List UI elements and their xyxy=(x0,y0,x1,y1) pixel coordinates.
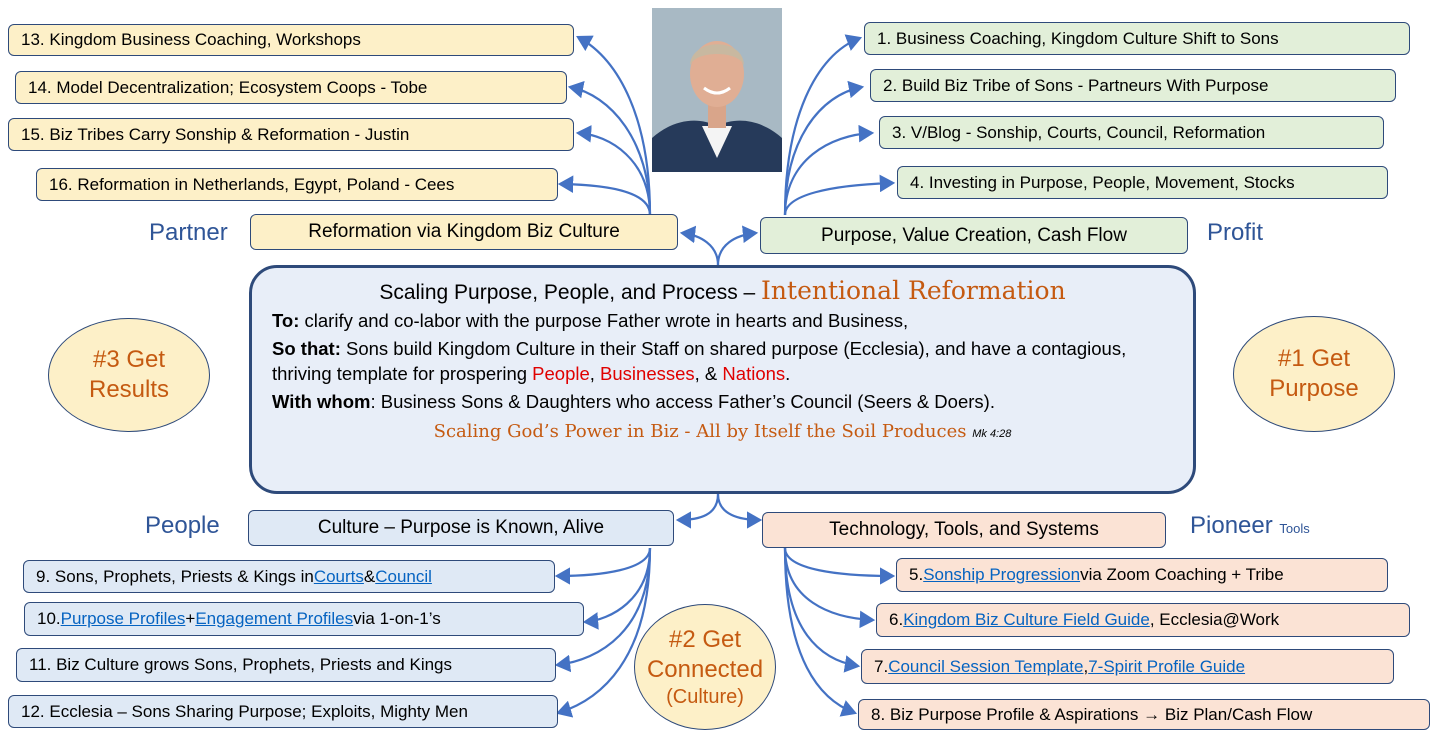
courts-link[interactable]: Courts xyxy=(313,566,364,586)
center-statement-box: Scaling Purpose, People, and Process – I… xyxy=(249,265,1196,494)
item-2-label: 2. Build Biz Tribe of Sons - Partneurs W… xyxy=(883,75,1269,95)
category-partner: Partner xyxy=(149,219,228,246)
item-6-post: , Ecclesia@Work xyxy=(1149,610,1280,629)
center-title: Scaling Purpose, People, and Process – I… xyxy=(272,276,1173,305)
hub-people: Culture – Purpose is Known, Alive xyxy=(248,510,674,546)
center-with-line: With whom: Business Sons & Daughters who… xyxy=(272,390,1173,414)
footer-ref: Mk 4:28 xyxy=(972,427,1012,440)
oval-connected-line2: Connected xyxy=(646,655,764,683)
item-5-box: 5. Sonship Progression via Zoom Coaching… xyxy=(896,558,1388,592)
item-8-box: 8. Biz Purpose Profile & Aspirations → B… xyxy=(858,699,1430,730)
center-so-line: So that: Sons build Kingdom Culture in t… xyxy=(272,337,1173,386)
oval-get-purpose: #1 Get Purpose xyxy=(1233,316,1395,432)
center-footer: Scaling God’s Power in Biz - All by Itse… xyxy=(272,421,1173,442)
category-people: People xyxy=(145,512,220,539)
item-7-pre: 7. xyxy=(874,656,889,676)
item-9-sep: & xyxy=(363,566,376,586)
hub-pioneer: Technology, Tools, and Systems xyxy=(762,512,1166,548)
item-13-box: 13. Kingdom Business Coaching, Workshops xyxy=(8,24,574,56)
so-people: People xyxy=(532,362,590,384)
category-profit: Profit xyxy=(1207,219,1264,246)
council-link[interactable]: Council xyxy=(375,566,432,586)
with-label: With whom xyxy=(272,391,371,413)
so-label: So that: xyxy=(272,338,341,360)
item-4-box: 4. Investing in Purpose, People, Movemen… xyxy=(897,166,1388,199)
sonship-progression-link[interactable]: Sonship Progression xyxy=(923,565,1081,584)
item-10-box: 10. Purpose Profiles + Engagement Profil… xyxy=(24,602,584,636)
so-text: Sons build Kingdom Culture in their Staf… xyxy=(272,338,1127,384)
category-pioneer-label: Pioneer xyxy=(1190,512,1273,539)
oval-connected-line1: #2 Get xyxy=(668,625,742,653)
category-pioneer: Pioneer Tools xyxy=(1190,512,1310,540)
hub-partner-label: Reformation via Kingdom Biz Culture xyxy=(308,221,620,242)
item-7-sep: , xyxy=(1083,656,1089,676)
item-11-box: 11. Biz Culture grows Sons, Prophets, Pr… xyxy=(16,648,556,682)
item-12-box: 12. Ecclesia – Sons Sharing Purpose; Exp… xyxy=(8,695,558,728)
item-3-box: 3. V/Blog - Sonship, Courts, Council, Re… xyxy=(879,116,1384,149)
category-pioneer-small: Tools xyxy=(1279,521,1310,536)
item-12-label: 12. Ecclesia – Sons Sharing Purpose; Exp… xyxy=(21,701,468,721)
hub-pioneer-label: Technology, Tools, and Systems xyxy=(829,519,1099,540)
item-6-box: 6. Kingdom Biz Culture Field Guide, Eccl… xyxy=(876,603,1410,637)
item-15-box: 15. Biz Tribes Carry Sonship & Reformati… xyxy=(8,118,574,151)
item-2-box: 2. Build Biz Tribe of Sons - Partneurs W… xyxy=(870,69,1396,102)
item-1-box: 1. Business Coaching, Kingdom Culture Sh… xyxy=(864,22,1410,55)
item-9-pre: 9. Sons, Prophets, Priests & Kings in xyxy=(36,566,314,586)
oval-purpose-line2: Purpose xyxy=(1269,375,1359,402)
so-end: . xyxy=(785,362,791,384)
footer-text: Scaling God’s Power in Biz - All by Itse… xyxy=(433,420,973,442)
oval-get-results: #3 Get Results xyxy=(48,318,210,432)
council-template-link[interactable]: Council Session Template xyxy=(888,656,1084,676)
oval-connected-line3: (Culture) xyxy=(666,685,744,708)
so-nations: Nations xyxy=(722,362,786,384)
item-4-label: 4. Investing in Purpose, People, Movemen… xyxy=(910,172,1295,192)
item-10-pre: 10. xyxy=(37,609,61,628)
oval-results-line2: Results xyxy=(88,376,170,403)
item-10-post: via 1-on-1’s xyxy=(353,609,441,628)
item-13-label: 13. Kingdom Business Coaching, Workshops xyxy=(21,30,361,49)
oval-get-connected: #2 Get Connected (Culture) xyxy=(634,604,776,730)
item-16-box: 16. Reformation in Netherlands, Egypt, P… xyxy=(36,168,558,201)
oval-results-line1: #3 Get xyxy=(92,346,166,373)
hub-partner: Reformation via Kingdom Biz Culture xyxy=(250,214,678,250)
spirit-profile-link[interactable]: 7-Spirit Profile Guide xyxy=(1088,656,1246,676)
item-7-box: 7. Council Session Template, 7-Spirit Pr… xyxy=(861,649,1394,684)
hub-profit: Purpose, Value Creation, Cash Flow xyxy=(760,217,1188,254)
center-to-line: To: clarify and co-labor with the purpos… xyxy=(272,309,1173,333)
purpose-profiles-link[interactable]: Purpose Profiles xyxy=(60,609,186,628)
item-10-sep: + xyxy=(185,609,196,628)
hub-people-label: Culture – Purpose is Known, Alive xyxy=(317,517,605,538)
item-5-pre: 5. xyxy=(909,565,924,584)
engagement-profiles-link[interactable]: Engagement Profiles xyxy=(195,609,354,628)
item-8-label: 8. Biz Purpose Profile & Aspirations → B… xyxy=(871,704,1313,724)
so-sep1: , xyxy=(589,362,601,384)
center-title-main: Scaling Purpose, People, and Process – xyxy=(379,281,762,304)
item-14-box: 14. Model Decentralization; Ecosystem Co… xyxy=(15,71,567,104)
item-16-label: 16. Reformation in Netherlands, Egypt, P… xyxy=(49,174,455,194)
field-guide-link[interactable]: Kingdom Biz Culture Field Guide xyxy=(903,610,1150,629)
hub-profit-label: Purpose, Value Creation, Cash Flow xyxy=(821,224,1127,246)
to-text: clarify and co-labor with the purpose Fa… xyxy=(299,310,909,331)
item-15-label: 15. Biz Tribes Carry Sonship & Reformati… xyxy=(21,124,410,144)
item-1-label: 1. Business Coaching, Kingdom Culture Sh… xyxy=(877,28,1279,48)
item-3-label: 3. V/Blog - Sonship, Courts, Council, Re… xyxy=(892,122,1266,142)
item-14-label: 14. Model Decentralization; Ecosystem Co… xyxy=(28,77,428,97)
center-title-accent: Intentional Reformation xyxy=(761,276,1066,305)
oval-purpose-line1: #1 Get xyxy=(1277,345,1351,372)
so-sep2: , & xyxy=(694,362,723,384)
item-11-label: 11. Biz Culture grows Sons, Prophets, Pr… xyxy=(29,655,452,674)
so-businesses: Businesses xyxy=(600,362,695,384)
item-6-pre: 6. xyxy=(889,610,904,629)
to-label: To: xyxy=(272,310,300,331)
portrait-photo xyxy=(652,8,782,172)
with-text: : Business Sons & Daughters who access F… xyxy=(370,391,995,413)
item-9-box: 9. Sons, Prophets, Priests & Kings in Co… xyxy=(23,560,555,593)
item-5-post: via Zoom Coaching + Tribe xyxy=(1080,565,1284,584)
